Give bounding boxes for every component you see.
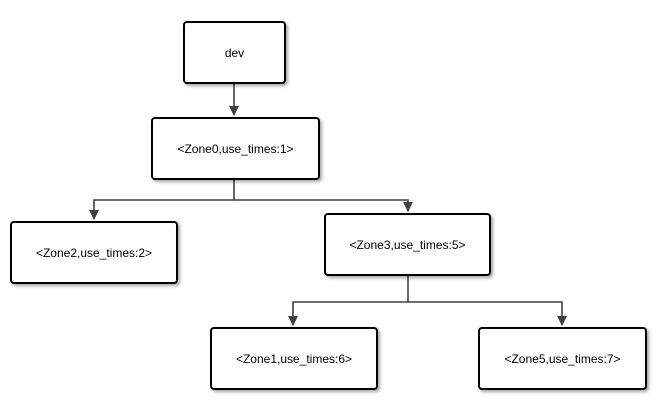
node-zone1: <Zone1,use_times:6> — [210, 327, 378, 390]
node-zone0-label: <Zone0,use_times:1> — [177, 141, 294, 156]
edge-zone0-zone2 — [89, 180, 235, 220]
node-zone2: <Zone2,use_times:2> — [10, 221, 178, 284]
node-zone2-label: <Zone2,use_times:2> — [35, 245, 153, 260]
node-zone5-label: <Zone5,use_times:7> — [504, 351, 621, 366]
edge-zone0-zone3 — [234, 199, 413, 212]
node-zone1-label: <Zone1,use_times:6> — [235, 351, 353, 366]
node-dev-label: dev — [224, 45, 245, 60]
node-dev: dev — [183, 21, 286, 84]
edge-zone3-zone1 — [288, 276, 409, 326]
node-zone3: <Zone3,use_times:5> — [324, 213, 491, 276]
node-zone5: <Zone5,use_times:7> — [478, 327, 647, 390]
node-zone0: <Zone0,use_times:1> — [151, 117, 320, 180]
edge-zone3-zone5 — [408, 301, 567, 326]
node-zone3-label: <Zone3,use_times:5> — [349, 237, 466, 252]
